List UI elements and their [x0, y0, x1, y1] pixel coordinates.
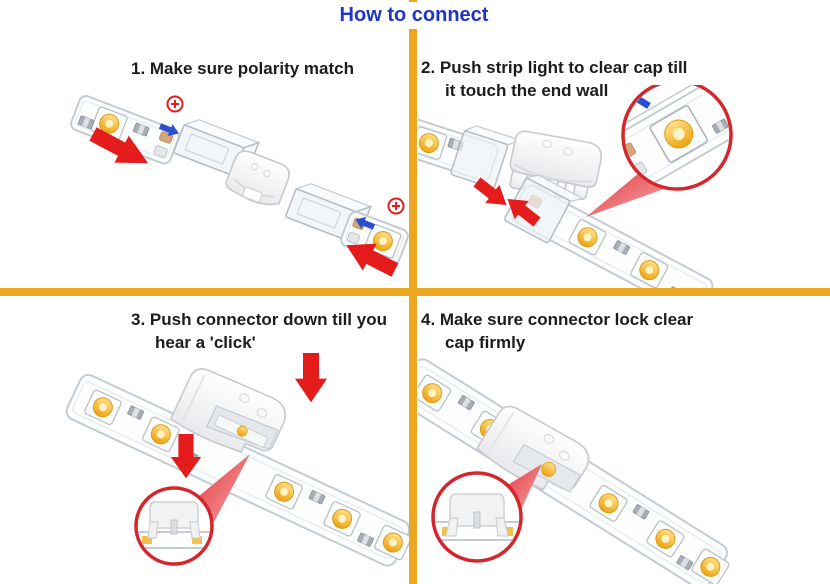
page-title: How to connect	[325, 2, 503, 29]
step-1-illustration	[70, 95, 409, 284]
step-4-panel: 4. Make sure connector lock clear cap fi…	[417, 296, 830, 584]
step-3-illustration	[65, 353, 409, 567]
strip-connector	[225, 150, 290, 206]
magnifier-wedge	[586, 173, 664, 217]
step-1-panel: 1. Make sure polarity match	[0, 36, 409, 288]
step-2-panel: 2. Push strip light to clear cap till it…	[417, 36, 830, 288]
magnifier-wedge	[199, 454, 250, 522]
magnifier-inset	[621, 85, 733, 191]
red-arrow-icon	[295, 353, 327, 403]
step-3-heading: 3. Push connector down till you hear a '…	[131, 310, 387, 352]
led-strip-segment	[418, 117, 523, 189]
step-4-heading: 4. Make sure connector lock clear cap fi…	[421, 310, 694, 352]
step-1-heading: 1. Make sure polarity match	[131, 59, 354, 78]
strip-connector	[169, 368, 287, 453]
polarity-plus-icon	[387, 197, 405, 215]
step-2-heading: 2. Push strip light to clear cap till it…	[421, 58, 688, 100]
polarity-plus-icon	[166, 95, 184, 113]
magnifier-inset	[431, 471, 523, 563]
step-4-illustration	[418, 358, 731, 584]
strip-connector	[475, 405, 590, 493]
horizontal-divider	[0, 288, 830, 296]
step-3-panel: 3. Push connector down till you hear a '…	[0, 296, 409, 584]
magnifier-inset	[134, 486, 214, 566]
step-2-illustration	[418, 85, 733, 288]
